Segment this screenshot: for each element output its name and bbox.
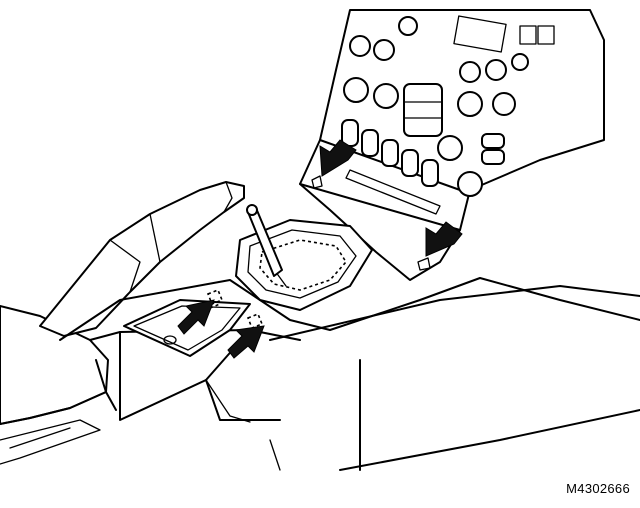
gear-selector: [235, 204, 373, 311]
arrow-up-left-clip: [177, 299, 215, 335]
figure-code: M4302666: [566, 481, 630, 496]
centre-stack: [299, 9, 605, 281]
handbrake-lever: [39, 181, 245, 337]
console-body: [59, 277, 640, 471]
arrow-up-right-clip: [227, 325, 265, 359]
arrow-down-right-panel: [425, 221, 463, 257]
arrow-down-left-panel: [319, 139, 357, 177]
removal-arrows: [177, 139, 463, 359]
armrest: [0, 305, 109, 465]
